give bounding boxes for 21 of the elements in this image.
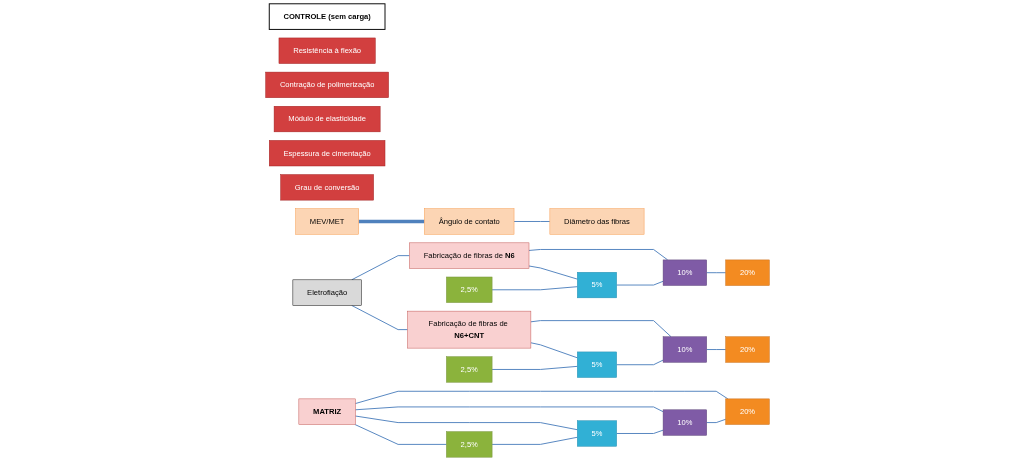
connector (513, 221, 551, 222)
connector (354, 424, 447, 445)
connector (530, 342, 578, 359)
connector (530, 320, 672, 338)
connector (351, 255, 410, 281)
connector (528, 249, 669, 261)
connector (528, 265, 578, 280)
connector (706, 418, 727, 424)
connector (354, 390, 729, 405)
connector (491, 286, 578, 291)
connector (351, 304, 409, 331)
connector (354, 415, 578, 431)
connector (616, 359, 664, 366)
connector (706, 349, 727, 350)
connector (491, 365, 578, 370)
connector (491, 436, 578, 445)
connector (354, 406, 664, 413)
connector (706, 272, 727, 274)
connector (616, 429, 664, 434)
connector (358, 219, 425, 224)
connector (616, 280, 664, 286)
